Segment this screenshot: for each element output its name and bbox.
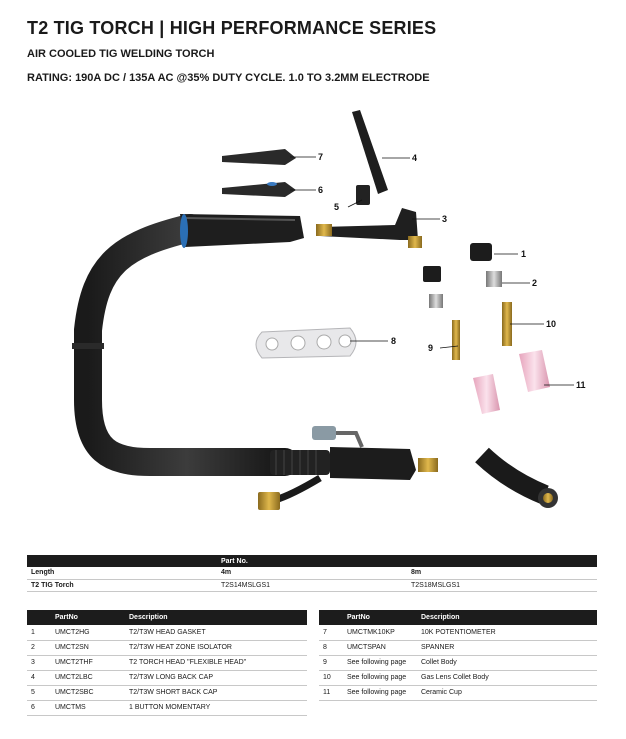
spanner [255,327,357,359]
callout-10: 10 [546,319,556,329]
rating-text: RATING: 190A DC / 135A AC @35% DUTY CYCL… [27,72,430,84]
head-gasket-right [470,243,492,261]
momentary-switch [222,182,296,197]
page-title: T2 TIG TORCH | HIGH PERFORMANCE SERIES [27,18,437,38]
torch-exploded-diagram: 7 6 4 5 3 1 2 10 9 8 11 [72,110,586,510]
callout-6: 6 [318,185,323,195]
isolator-left [429,294,443,308]
isolator-right [486,271,502,287]
callout-3: 3 [442,214,447,224]
short-back-cap [356,185,370,205]
callout-5: 5 [334,202,339,212]
parts-right-header: PartNo Description [319,610,597,625]
parts-left-header: PartNo Description [27,610,307,625]
ceramic-cup-right [519,350,550,392]
gas-fitting [258,492,280,510]
power-connector [330,447,416,480]
cable-end [475,447,549,505]
callout-11: 11 [576,380,586,390]
callout-2: 2 [532,278,537,288]
callout-4: 4 [412,153,417,163]
part-number-table: Part No. Length 4m 8m T2 TIG Torch T2S14… [27,555,597,592]
torch-handle [180,214,304,247]
callout-1: 1 [521,249,526,259]
part-no-heading: Part No. [217,555,407,567]
callout-9: 9 [428,343,433,353]
part-table-header: Part No. [27,555,597,567]
torch-cable [74,214,299,476]
page-subtitle: AIR COOLED TIG WELDING TORCH [27,48,215,60]
torch-head [320,208,418,240]
head-gasket-left [423,266,441,282]
table-row: T2 TIG Torch T2S14MSLGS1 T2S18MSLGS1 [27,579,597,592]
table-row: Length 4m 8m [27,567,597,580]
gas-lens-collet [502,302,512,346]
ceramic-cup-left [473,374,500,414]
callout-8: 8 [391,336,396,346]
collet-body [452,320,460,360]
callout-7: 7 [318,152,323,162]
long-back-cap [352,110,388,194]
potentiometer-switch [222,149,296,165]
cable-band [72,343,104,349]
